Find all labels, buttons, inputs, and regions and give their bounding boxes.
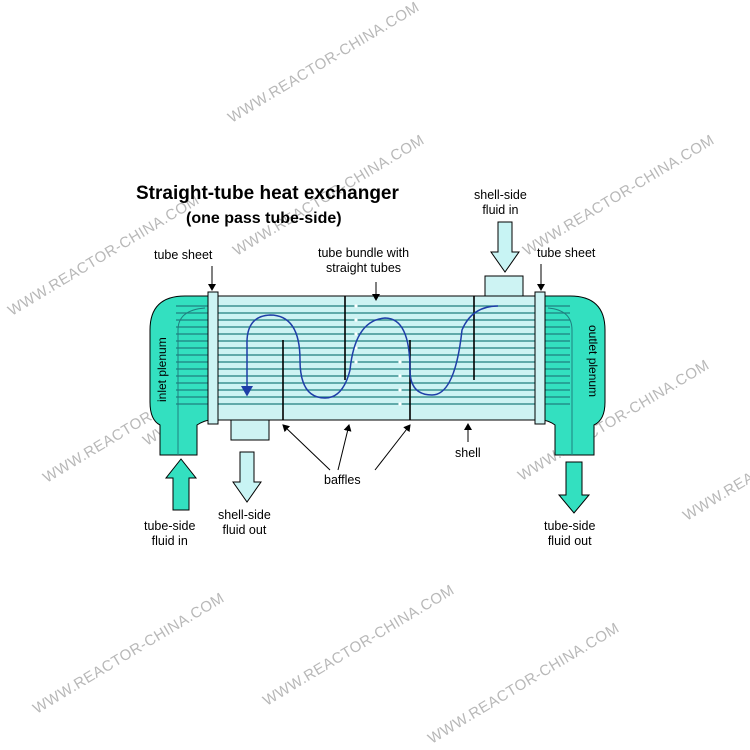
inlet-flow-lines <box>177 307 206 455</box>
baffles <box>282 296 475 420</box>
tube-side-outlet-arrow <box>557 461 591 514</box>
shell-side-inlet-arrow <box>490 221 520 273</box>
tube-sheet-right-label: tube sheet <box>537 246 596 260</box>
tube-bundle-line1: tube bundle with <box>318 246 410 260</box>
shell-side-out-line1: shell-side <box>218 508 271 522</box>
shell-side-out-label: shell-side fluid out <box>218 508 271 538</box>
shell-side-outlet-arrow <box>232 451 262 503</box>
tube-side-inlet-arrow <box>164 458 198 511</box>
label-pointers <box>208 264 545 471</box>
shell-outlet-nozzle <box>230 417 270 441</box>
tube-sheet-left <box>207 291 219 425</box>
shell-side-out-line2: fluid out <box>222 523 267 537</box>
shell-body <box>213 295 538 421</box>
baffle-holes <box>354 304 402 406</box>
diagram-title: Straight-tube heat exchanger <box>136 183 399 204</box>
shell-inlet-nozzle <box>484 275 524 299</box>
tube-bundle-line2: straight tubes <box>326 261 402 275</box>
tube-sheet-left-label: tube sheet <box>154 248 213 262</box>
inlet-plenum-label: inlet plenum <box>155 337 169 402</box>
tube-side-in-line2: fluid in <box>151 534 188 548</box>
tube-sheet-right <box>534 291 546 425</box>
diagram-subtitle: (one pass tube-side) <box>186 210 342 227</box>
outlet-plenum <box>540 295 606 456</box>
tube-bundle-label: tube bundle with straight tubes <box>318 246 409 276</box>
tube-side-out-label: tube-side fluid out <box>544 519 595 549</box>
shell-side-in-line1: shell-side <box>474 188 527 202</box>
shell-side-in-label: shell-side fluid in <box>474 188 527 218</box>
outlet-plenum-label: outlet plenum <box>586 325 600 397</box>
shell-side-in-line2: fluid in <box>482 203 519 217</box>
shell-label: shell <box>455 446 481 460</box>
shell-flow-path <box>241 305 499 399</box>
tube-side-out-line2: fluid out <box>547 534 592 548</box>
tube-side-out-line1: tube-side <box>544 519 596 533</box>
outlet-flow-lines <box>547 307 573 455</box>
baffles-label: baffles <box>324 473 361 487</box>
tube-side-in-line1: tube-side <box>144 519 196 533</box>
tube-side-in-label: tube-side fluid in <box>144 519 195 549</box>
